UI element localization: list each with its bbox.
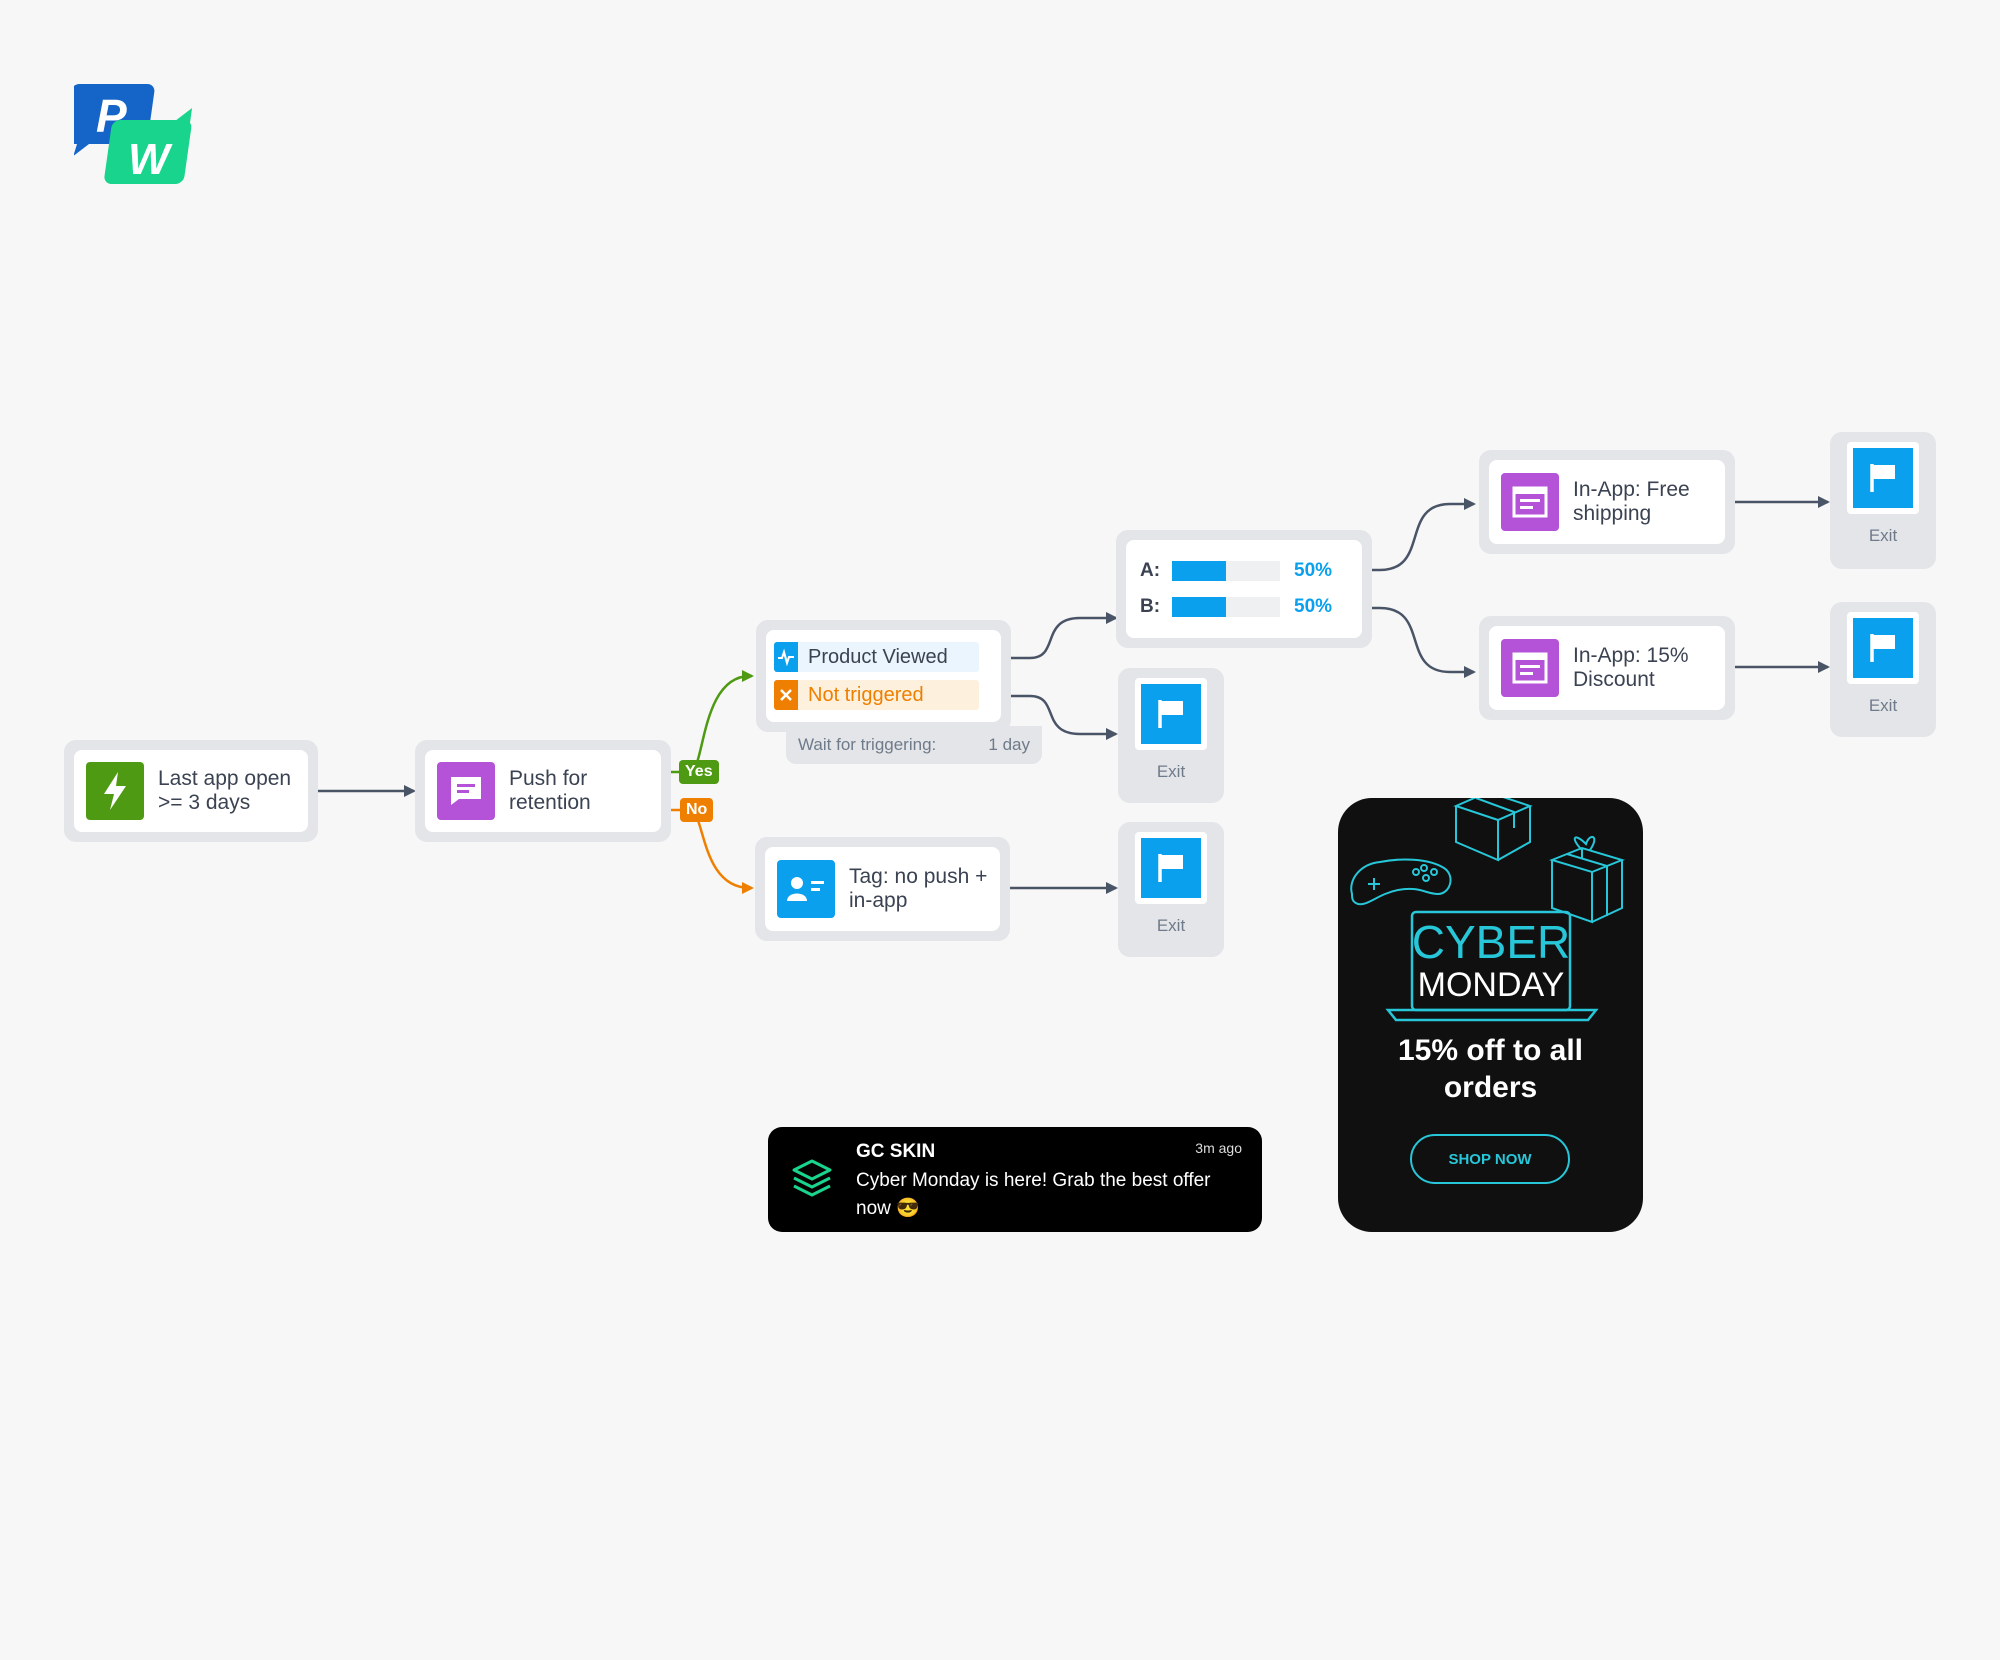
tag-node[interactable]: Tag: no push + in-app: [755, 837, 1010, 941]
lightning-icon: [86, 762, 144, 820]
push-label: Push for retention: [509, 767, 591, 814]
inapp-free-label: In-App: Free shipping: [1573, 478, 1690, 525]
logo-w-letter: W: [128, 135, 173, 184]
inapp-free-node[interactable]: In-App: Free shipping: [1479, 450, 1735, 554]
ab-split-node[interactable]: A: 50% B: 50%: [1116, 530, 1372, 648]
trigger-node[interactable]: Last app open >= 3 days: [64, 740, 318, 842]
exit-label: Exit: [1868, 696, 1898, 715]
gift-icon: [1548, 835, 1626, 924]
exit-label: Exit: [1156, 916, 1186, 935]
ab-fill-b: [1172, 597, 1226, 617]
cyber-monday-illustration: CYBER MONDAY: [1350, 798, 1626, 1022]
shop-now-button[interactable]: SHOP NOW: [1410, 1134, 1570, 1184]
fallback-label: Not triggered: [808, 683, 924, 706]
ab-letter-a: A:: [1140, 560, 1161, 581]
exit-node-event[interactable]: Exit: [1118, 668, 1224, 803]
wait-value: 1 day: [988, 735, 1030, 754]
flag-icon: [1135, 678, 1207, 750]
flag-icon: [1847, 612, 1919, 684]
no-badge[interactable]: No: [680, 798, 714, 822]
push-message: Cyber Monday is here! Grab the best offe…: [856, 1170, 1211, 1219]
wire-a-free: [1362, 498, 1476, 572]
logo-w-bubble: [104, 108, 193, 184]
gamepad-icon: [1350, 858, 1452, 906]
event-label: Product Viewed: [808, 645, 948, 668]
ab-fill-a: [1172, 561, 1226, 581]
inapp-discount-node[interactable]: In-App: 15% Discount: [1479, 616, 1735, 720]
fallback-row: Not triggered: [774, 680, 979, 710]
message-icon: [437, 762, 495, 820]
exit-label: Exit: [1868, 526, 1898, 545]
ab-row-a: A: 50%: [1140, 553, 1332, 589]
tag-label: Tag: no push + in-app: [849, 865, 988, 912]
user-tag-icon: [777, 860, 835, 918]
exit-node-tag[interactable]: Exit: [1118, 822, 1224, 957]
box-icon: [1453, 798, 1533, 862]
ab-percent-b: 50%: [1294, 596, 1333, 617]
push-notification-preview[interactable]: GC SKIN 3m ago Cyber Monday is here! Gra…: [768, 1127, 1262, 1232]
flag-icon: [1135, 832, 1207, 904]
wait-event-node[interactable]: Product Viewed Not triggered: [756, 620, 1011, 732]
inapp-promo-preview[interactable]: CYBER MONDAY 15% off to all orders SHOP …: [1338, 798, 1643, 1232]
inapp-discount-label: In-App: 15% Discount: [1573, 644, 1689, 691]
wire-b-discount: [1362, 606, 1476, 678]
promo-line-2: MONDAY: [1418, 966, 1565, 1004]
flag-icon: [1847, 442, 1919, 514]
exit-node-free[interactable]: Exit: [1830, 432, 1936, 569]
ab-row-b: B: 50%: [1140, 589, 1332, 625]
wait-duration-bar: Wait for triggering: 1 day: [786, 726, 1042, 764]
trigger-label: Last app open >= 3 days: [158, 767, 292, 814]
push-app-name: GC SKIN: [856, 1141, 936, 1162]
promo-line-1: CYBER: [1412, 916, 1570, 968]
wire-event-ab: [1000, 612, 1118, 660]
activity-icon: [774, 642, 798, 672]
push-body: Cyber Monday is here! Grab the best offe…: [856, 1167, 1246, 1223]
wire-yes-branch: [658, 670, 754, 774]
promo-headline: 15% off to all orders: [1397, 1034, 1584, 1104]
close-icon: [774, 680, 798, 710]
laptop-icon: [1385, 910, 1599, 1022]
ab-letter-b: B:: [1140, 596, 1161, 617]
inapp-icon: [1501, 639, 1559, 697]
app-logo-icon: [792, 1159, 832, 1197]
exit-node-discount[interactable]: Exit: [1830, 602, 1936, 737]
push-node[interactable]: Push for retention: [415, 740, 671, 842]
sunglasses-emoji-icon: 😎: [896, 1198, 920, 1219]
wait-label: Wait for triggering:: [798, 735, 937, 754]
ab-bar-b: [1172, 597, 1280, 617]
yes-badge[interactable]: Yes: [679, 760, 719, 784]
exit-label: Exit: [1156, 762, 1186, 781]
pushwoosh-logo: P W: [74, 84, 193, 184]
ab-bar-a: [1172, 561, 1280, 581]
event-row: Product Viewed: [774, 642, 979, 672]
ab-percent-a: 50%: [1294, 560, 1333, 581]
push-time: 3m ago: [1195, 1140, 1242, 1156]
wire-fallback-exit: [1000, 694, 1118, 740]
inapp-icon: [1501, 473, 1559, 531]
